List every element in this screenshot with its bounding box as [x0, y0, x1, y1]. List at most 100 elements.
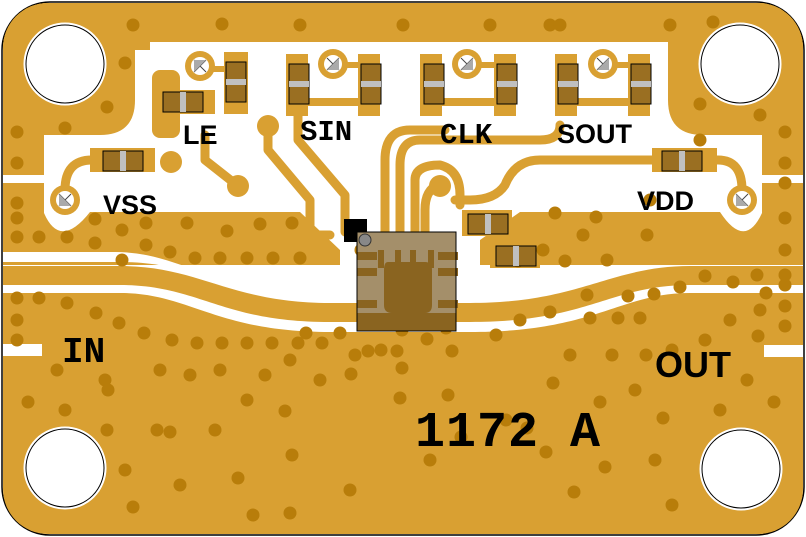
via [778, 125, 792, 139]
via [673, 280, 687, 294]
via [723, 313, 737, 327]
label-in: IN [62, 332, 105, 373]
resistor-le-h [162, 91, 204, 113]
via [180, 216, 194, 230]
resistor-clk-1 [423, 63, 445, 105]
via [115, 223, 129, 237]
via [576, 228, 590, 242]
via [240, 251, 254, 265]
label-le: LE [183, 120, 218, 150]
via [283, 506, 297, 520]
via [299, 326, 313, 340]
via [348, 348, 362, 362]
test-points[interactable] [56, 55, 751, 209]
via [656, 411, 670, 425]
via [640, 228, 654, 242]
via [10, 156, 24, 170]
via [88, 212, 102, 226]
via [153, 363, 167, 377]
via [10, 333, 24, 347]
via [240, 393, 254, 407]
resistor-le-v [225, 61, 247, 103]
mounting-holes [23, 22, 783, 511]
label-vdd: VDD [637, 186, 694, 216]
via [278, 404, 292, 418]
via [101, 383, 115, 397]
test-point-le[interactable] [191, 57, 209, 75]
via [396, 18, 410, 32]
via [706, 15, 720, 29]
label-sin: SIN [300, 116, 352, 149]
via [753, 108, 767, 122]
via [633, 311, 647, 325]
label-out: OUT [655, 344, 731, 385]
capacitor-1 [467, 213, 509, 235]
via [563, 348, 577, 362]
via [293, 18, 307, 32]
via [163, 425, 177, 439]
via [759, 286, 773, 300]
via [10, 291, 24, 305]
resistor-clk-2 [496, 63, 518, 105]
via [499, 413, 513, 427]
via [423, 453, 437, 467]
via [445, 344, 459, 358]
part-number: 1172 A [415, 405, 601, 462]
via [173, 478, 187, 492]
via [698, 333, 712, 347]
via [213, 363, 227, 377]
test-point-sout[interactable] [594, 55, 612, 73]
via [315, 336, 329, 350]
via [693, 133, 707, 147]
via [265, 336, 279, 350]
via [220, 224, 234, 238]
via [750, 268, 764, 282]
test-point-vss[interactable] [56, 191, 74, 209]
via [213, 251, 227, 265]
via [163, 245, 177, 259]
via [100, 423, 114, 437]
via [10, 125, 24, 139]
via [21, 395, 35, 409]
via [553, 18, 567, 32]
label-vss: VSS [103, 190, 157, 220]
via [266, 251, 280, 265]
via [32, 291, 46, 305]
via [647, 287, 661, 301]
via [183, 368, 197, 382]
via [118, 463, 132, 477]
via [253, 217, 267, 231]
silkscreen-labels: LE SIN CLK SOUT VSS VDD IN OUT 1172 A [62, 116, 731, 462]
label-clk: CLK [440, 119, 493, 152]
via [293, 251, 307, 265]
via [150, 423, 164, 437]
via [343, 483, 357, 497]
via [648, 453, 662, 467]
test-point-vdd[interactable] [733, 191, 751, 209]
via [663, 18, 677, 32]
via [639, 348, 653, 362]
via [58, 121, 72, 135]
via [361, 344, 375, 358]
via [598, 460, 612, 474]
via [208, 423, 222, 437]
via [112, 316, 126, 330]
via [513, 313, 527, 327]
via [548, 206, 562, 220]
via [333, 326, 347, 340]
via [60, 296, 74, 310]
ic-chip[interactable] [344, 219, 458, 332]
test-point-sin[interactable] [324, 55, 342, 73]
via [344, 367, 358, 381]
test-point-clk[interactable] [458, 55, 476, 73]
via [285, 216, 299, 230]
via [778, 268, 792, 282]
via [98, 373, 112, 387]
via [778, 211, 792, 225]
via [10, 211, 24, 225]
via [215, 336, 229, 350]
via [58, 403, 72, 417]
via [753, 303, 767, 317]
resistor-sin-2 [360, 63, 382, 105]
resistor-vdd [661, 150, 703, 172]
